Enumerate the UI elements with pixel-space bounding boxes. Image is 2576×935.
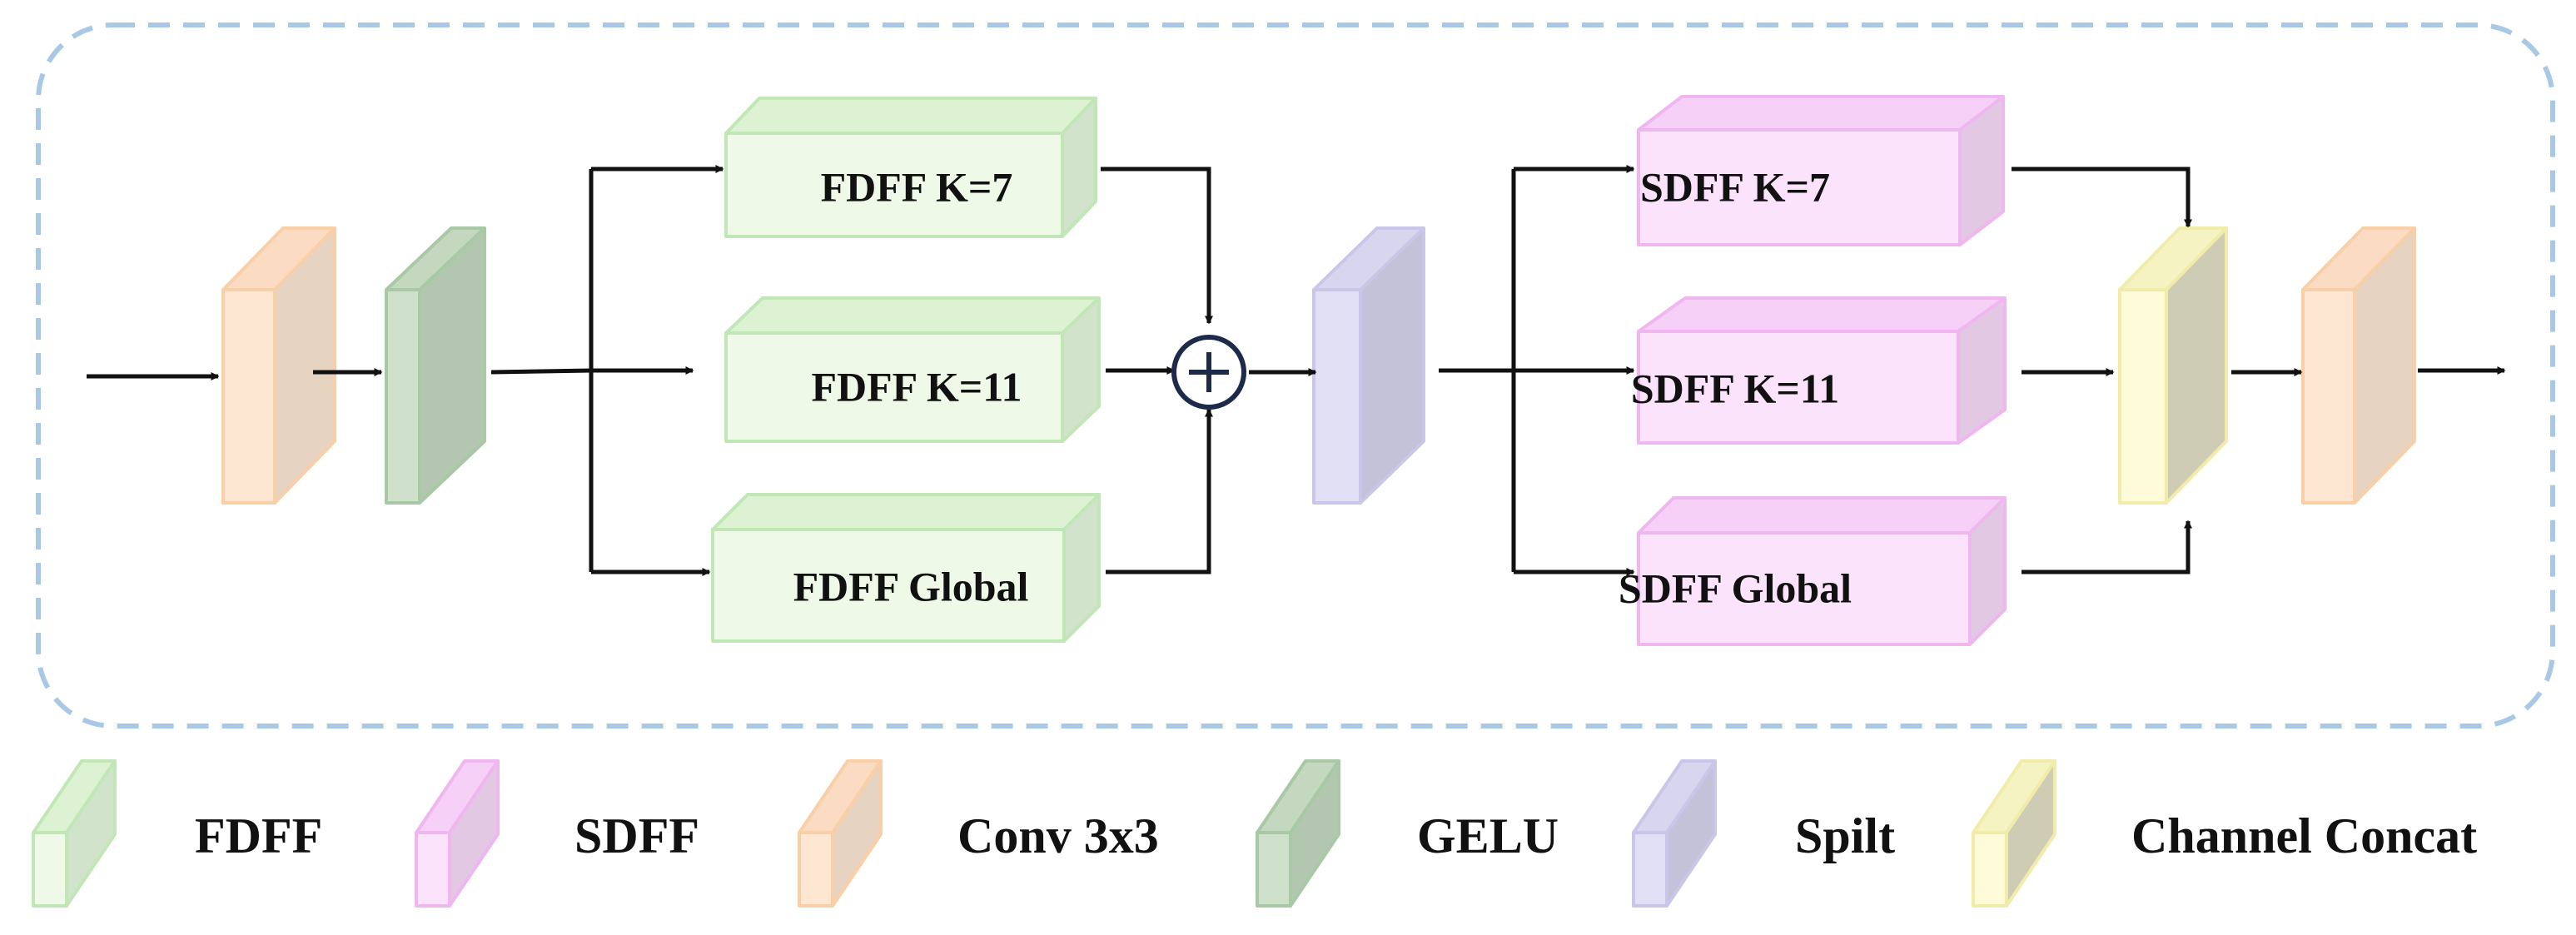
gelu-to-branch-line	[490, 368, 592, 375]
box-front-face	[1256, 831, 1292, 908]
legend-label-sdff: SDFF	[574, 808, 699, 863]
box-front-face	[1637, 531, 1972, 646]
sdff-k11-block	[1637, 296, 2007, 445]
fdff-k7-label: FDFF K=7	[821, 163, 1013, 210]
legend-swatch-concat	[1972, 759, 2056, 908]
box-front-face	[415, 831, 451, 908]
legend-swatch-split	[1632, 759, 1717, 908]
sdff-global-block	[1637, 496, 2007, 646]
legend-swatch-gelu	[1256, 759, 1340, 908]
fdff-global-block	[711, 493, 1101, 643]
split-block	[1312, 226, 1425, 505]
box-top-face	[1637, 95, 2005, 132]
box-front-face	[711, 528, 1066, 643]
fdff-k7-block	[724, 97, 1097, 238]
sdff-k11-label: SDFF K=11	[1631, 365, 1839, 411]
sdff-k7-to-concat-arrow	[2012, 167, 2192, 228]
legend-label-split: Spilt	[1795, 808, 1896, 863]
circled-plus-icon	[1171, 335, 1246, 410]
box-top-face	[1637, 496, 2007, 535]
box-top-face	[724, 97, 1097, 135]
box-top-face	[724, 296, 1101, 335]
sdff-k7-block	[1637, 95, 2005, 246]
fdff-k11-block	[724, 296, 1101, 443]
box-front-face	[2301, 288, 2356, 505]
box-front-face	[1632, 831, 1668, 908]
sdff-global-label: SDFF Global	[1619, 564, 1852, 611]
legend-swatch-conv	[798, 759, 883, 908]
conv3x3-block-output	[2301, 226, 2416, 505]
gelu-block	[385, 226, 486, 505]
sdff-k7-label: SDFF K=7	[1640, 163, 1830, 210]
box-front-face	[1972, 831, 2008, 908]
conv3x3-block-input	[221, 226, 336, 505]
box-front-face	[32, 831, 68, 908]
box-front-face	[724, 331, 1064, 443]
box-top-face	[1637, 296, 2007, 333]
box-front-face	[221, 288, 276, 505]
box-front-face	[2118, 288, 2168, 505]
box-front-face	[798, 831, 834, 908]
box-front-face	[1312, 288, 1362, 505]
legend-label-fdff: FDFF	[195, 808, 323, 863]
legend-swatch-sdff	[415, 759, 500, 908]
box-front-face	[385, 288, 421, 505]
legend-label-conv: Conv 3x3	[957, 808, 1159, 863]
box-front-face	[1637, 128, 1962, 246]
box-front-face	[1637, 330, 1960, 445]
legend-label-gelu: GELU	[1417, 808, 1559, 863]
box-top-face	[711, 493, 1101, 531]
fdff-k7-to-sum-arrow	[1101, 167, 1213, 325]
box-front-face	[724, 132, 1064, 238]
connector-arrows	[87, 165, 2506, 576]
legend-swatch-fdff	[32, 759, 117, 908]
fdff-global-label: FDFF Global	[793, 563, 1029, 609]
fdff-global-to-sum-arrow	[1106, 408, 1213, 574]
channel-concat-block	[2118, 226, 2228, 505]
sdff-global-to-concat-arrow	[2022, 520, 2192, 574]
fdff-k11-label: FDFF K=11	[811, 363, 1022, 410]
legend-label-concat: Channel Concat	[2131, 808, 2478, 863]
